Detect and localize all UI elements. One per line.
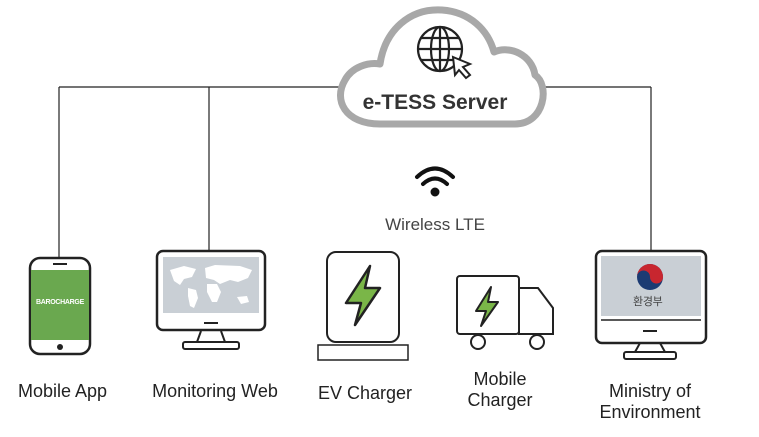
lightning-bolt-icon [475, 286, 499, 327]
monitoring-web-label: Monitoring Web [152, 381, 278, 401]
label-line: Environment [599, 402, 701, 422]
world-map-icon [170, 265, 252, 308]
monitor-icon [155, 249, 267, 350]
label-line: Ministry of [608, 381, 691, 401]
cloud-icon [337, 6, 547, 128]
ministry-logo-text: 환경부 [633, 296, 663, 308]
government-emblem-icon [637, 264, 663, 290]
network-label: Wireless LTE [385, 215, 485, 234]
ev-charger-label: EV Charger [317, 383, 413, 403]
phone-icon [28, 256, 92, 356]
connector-lines [58, 86, 652, 258]
app-logo-text: BAROCHARGE [36, 299, 84, 306]
label-line: Charger [467, 390, 533, 410]
server-label: e-TESS Server [362, 91, 508, 114]
wifi-icon [415, 166, 455, 197]
mobile-app-label: Mobile App [17, 381, 108, 401]
truck-icon [456, 275, 554, 350]
label-line: Mobile [473, 369, 527, 389]
ministry-monitor-icon [594, 249, 708, 360]
lightning-bolt-icon [344, 264, 382, 327]
globe-cursor-icon [416, 25, 473, 80]
ev-charger-icon [317, 251, 409, 361]
